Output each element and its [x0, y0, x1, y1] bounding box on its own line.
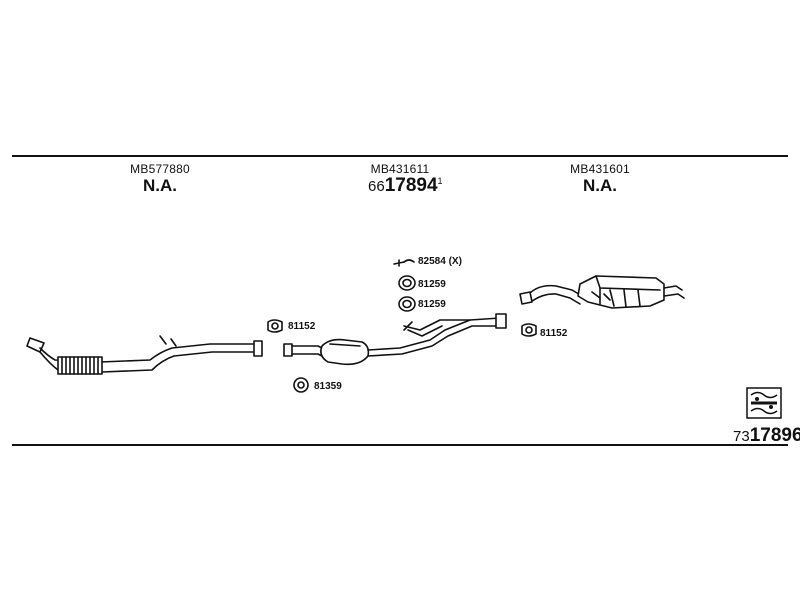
gasket-rear	[521, 323, 537, 337]
callout-hanger-kit: 82584 (X)	[418, 256, 462, 267]
gasket-front	[267, 319, 283, 333]
diagram-main-center: 17894	[384, 175, 438, 196]
callout-gasket-rear: 81152	[540, 328, 568, 339]
diagram-prefix-center: 66	[368, 178, 385, 195]
part-number-center: MB431611	[370, 162, 430, 176]
front-pipe	[26, 335, 263, 375]
callout-gasket-front: 81152	[288, 321, 316, 332]
top-rule	[12, 155, 788, 157]
status-rear: N.A.	[583, 176, 617, 195]
clamp	[293, 377, 309, 393]
diagram-number-center: 66178941	[368, 175, 443, 197]
footer-diagram-prefix: 73	[733, 428, 750, 445]
rear-muffler	[519, 275, 685, 309]
callout-clamp: 81359	[314, 381, 342, 392]
catalog-stamp-icon	[746, 387, 782, 419]
center-pipe-resonator	[283, 313, 507, 366]
rubber-ring-1	[398, 275, 416, 291]
callout-ring-1: 81259	[418, 279, 446, 290]
part-number-rear: MB431601	[570, 162, 630, 176]
hanger-kit	[393, 259, 415, 267]
part-number-front: MB577880	[130, 162, 190, 176]
footer-diagram-main: 17896	[749, 425, 800, 446]
bottom-rule	[12, 444, 788, 446]
callout-ring-2: 81259	[418, 299, 446, 310]
diagram-suffix-center: 1	[437, 176, 443, 186]
rubber-ring-2	[398, 296, 416, 312]
status-front: N.A.	[143, 176, 177, 195]
footer-diagram-number: 7317896	[733, 425, 800, 447]
